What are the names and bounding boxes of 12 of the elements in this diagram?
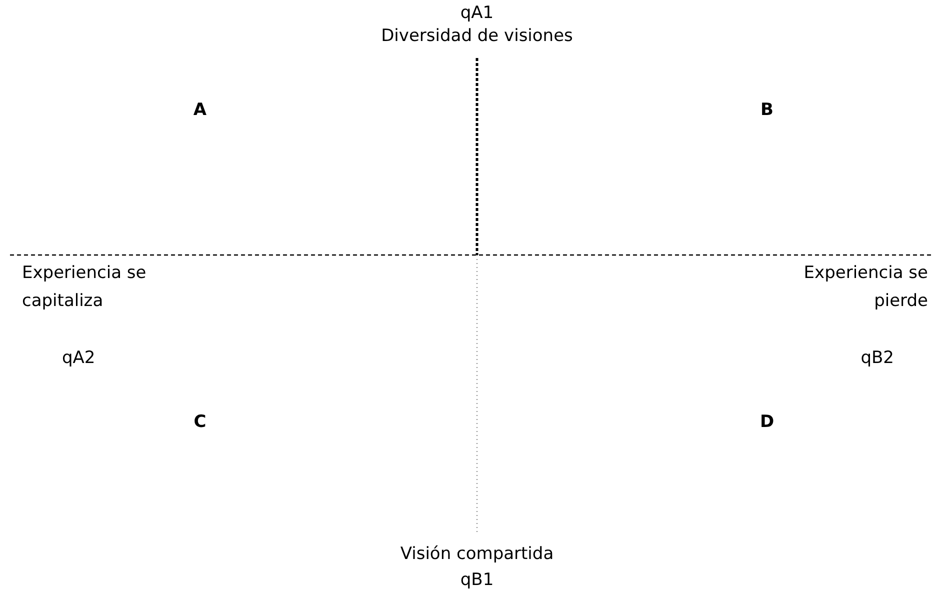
axis-label: Experiencia se pierde: [802, 262, 928, 313]
axis-label: qB2: [860, 347, 894, 370]
axis-label: Diversidad de visiones: [381, 25, 573, 48]
quadrant-label: C: [194, 411, 206, 434]
axis-label: Experiencia se capitaliza: [22, 262, 148, 313]
axis-label: Visión compartida: [400, 543, 554, 566]
quadrant-label: D: [760, 411, 774, 434]
axis-label: qB1: [460, 569, 494, 592]
quadrant-label: A: [193, 99, 207, 122]
axis-label: qA2: [62, 347, 96, 370]
quadrant-label: B: [760, 99, 774, 122]
axis-label: qA1: [460, 2, 494, 25]
